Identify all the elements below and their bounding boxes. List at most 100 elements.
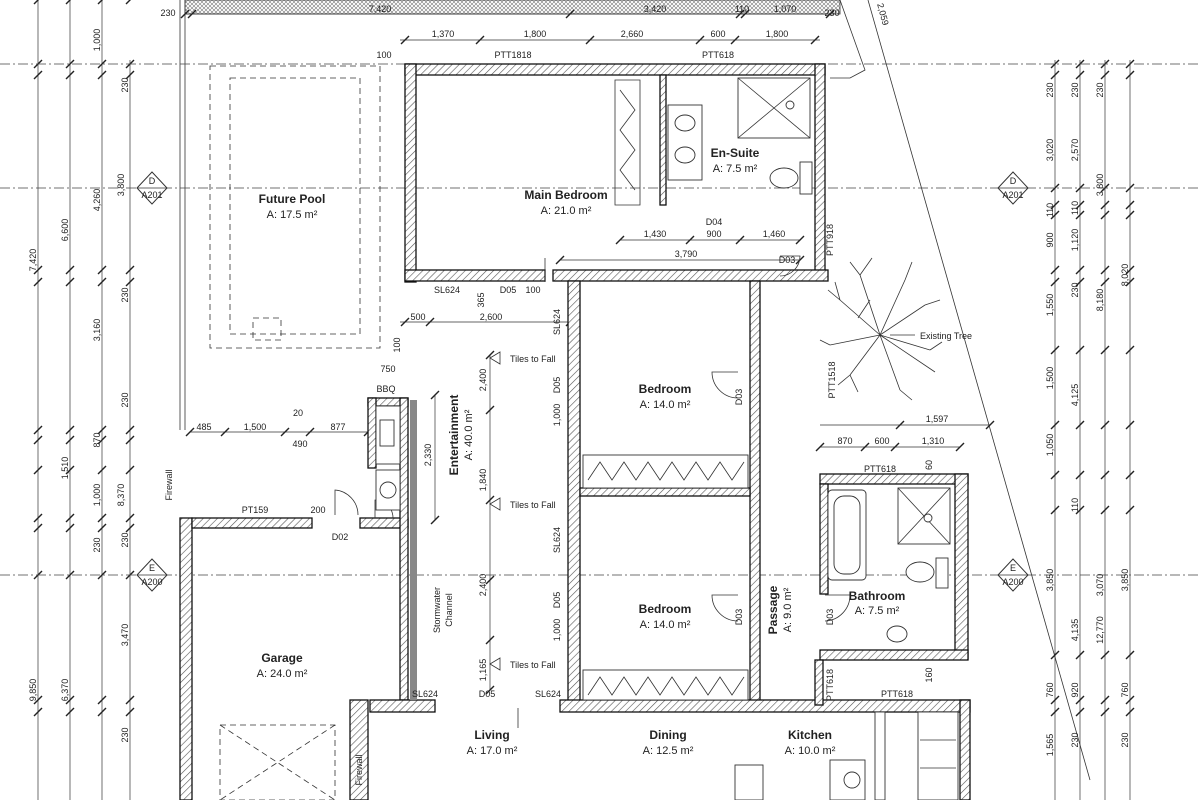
section-d-sheet: A201	[141, 190, 162, 200]
dim-pool-1500: 1,500	[244, 422, 267, 432]
dimension-tick	[400, 317, 410, 327]
door-d05-ent-2: D05	[552, 592, 562, 609]
dimension-tick	[1100, 505, 1110, 515]
dimension-tick	[1100, 420, 1110, 430]
dim-2-1800b: 1,800	[766, 29, 789, 39]
dimension-tick	[615, 235, 625, 245]
dim-top-3420: 3,420	[644, 4, 667, 14]
dimension-tick	[125, 523, 135, 533]
dimension-lines	[37, 0, 1131, 800]
dimension-tick	[33, 0, 39, 5]
bedroom-1-name: Bedroom	[639, 382, 692, 396]
dimension-tick	[1050, 505, 1060, 515]
dim-l-230c: 230	[120, 392, 130, 407]
dim-bed-1430: 1,430	[644, 229, 667, 239]
section-e-sheet-right: A200	[1002, 577, 1023, 587]
dimension-tick	[890, 442, 900, 452]
dimension-tick	[1050, 183, 1060, 193]
dimension-tick	[1125, 470, 1135, 480]
dim-lo-8370: 8,370	[116, 484, 126, 507]
dimension-tick	[280, 427, 290, 437]
dimension-tick	[1100, 345, 1110, 355]
dim-ra-1565: 1,565	[1045, 734, 1055, 757]
dimension-tick	[65, 59, 75, 69]
section-marker-d-right: D A201	[997, 171, 1029, 205]
window-pt159: PT159	[242, 505, 269, 515]
dim-top-230b: 230	[824, 8, 839, 18]
dim-rb-110: 110	[1070, 201, 1080, 215]
dimension-tick	[795, 235, 805, 245]
dim-pool-877: 877	[330, 422, 345, 432]
dim-lm-4260: 4,260	[92, 189, 102, 212]
future-pool: Future Pool A: 17.5 m²	[209, 65, 381, 349]
dimension-tick	[1125, 265, 1135, 275]
dim-2-600: 600	[710, 29, 725, 39]
dimension-tick	[1075, 210, 1085, 220]
dim-ent-500: 500	[410, 312, 425, 322]
dim-2-2660: 2,660	[621, 29, 644, 39]
window-ptt618-side: PTT618	[825, 669, 835, 701]
dimension-tick	[730, 35, 740, 45]
dim-ra-760: 760	[1045, 682, 1055, 697]
dimension-tick	[1050, 420, 1060, 430]
dimension-tick	[125, 707, 135, 717]
dimension-tick	[1050, 210, 1060, 220]
garage-area: A: 24.0 m²	[257, 668, 308, 680]
dimension-tick	[1125, 70, 1135, 80]
bathroom-fixtures	[827, 487, 951, 643]
dim-lm-1000b: 1,000	[92, 484, 102, 507]
dimension-tick	[1075, 650, 1085, 660]
dimension-tick	[1075, 70, 1085, 80]
dimension-tick	[1100, 470, 1110, 480]
door-d03-main: D03	[779, 255, 796, 265]
dim-100-top: 100	[376, 50, 391, 60]
dim-l-230a: 230	[120, 77, 130, 92]
future-pool-area: A: 17.5 m²	[267, 209, 318, 221]
dim-lm-230: 230	[92, 537, 102, 552]
dimension-tick	[97, 59, 107, 69]
en-suite-name: En-Suite	[711, 146, 760, 160]
dim-rb-230c: 230	[1070, 732, 1080, 747]
stormwater-label-1: Stormwater	[432, 587, 442, 633]
dimension-tick	[33, 70, 43, 80]
tiles-to-fall-2: Tiles to Fall	[510, 500, 556, 510]
dim-bed-900: 900	[706, 229, 721, 239]
right-dimension-column-c: 230 3,800 8,180 12,770 3,070 8,020 3,850…	[1095, 82, 1130, 747]
window-ptt1818: PTT1818	[494, 50, 531, 60]
dim-rc-760: 760	[1120, 682, 1130, 697]
dimension-tick	[65, 70, 75, 80]
dimension-tick	[97, 465, 107, 475]
dim-bath-1310: 1,310	[922, 436, 945, 446]
dim-pool-490: 490	[292, 439, 307, 449]
dimension-tick	[125, 70, 135, 80]
dim-bed-1460: 1,460	[763, 229, 786, 239]
dimension-tick	[485, 685, 495, 695]
dim-ra-900: 900	[1045, 232, 1055, 247]
window-ptt618-ensuite: PTT618	[702, 50, 734, 60]
dimension-tick	[1125, 200, 1135, 210]
dimension-tick	[33, 513, 43, 523]
kitchen-area: A: 10.0 m²	[785, 745, 836, 757]
dim-rc-3070: 3,070	[1095, 574, 1105, 597]
dim-rc-8180: 8,180	[1095, 289, 1105, 312]
left-dimension-column-inner: 230 230 230 230 3,470 230	[120, 77, 130, 742]
dim-lm-3800: 3,800	[116, 174, 126, 197]
dimension-tick	[1125, 210, 1135, 220]
dimension-tick	[305, 427, 315, 437]
dimension-tick	[1125, 277, 1135, 287]
dim-l-230b: 230	[120, 287, 130, 302]
dim-pool-20: 20	[293, 408, 303, 418]
dim-lo-7420: 7,420	[28, 249, 38, 272]
section-d-letter-right: D	[1010, 176, 1017, 186]
door-d04: D04	[706, 217, 723, 227]
dimension-tick	[1125, 650, 1135, 660]
dimension-tick	[125, 277, 135, 287]
dim-rc-3850: 3,850	[1120, 569, 1130, 592]
dimension-tick	[1075, 470, 1085, 480]
dimension-tick	[1125, 505, 1135, 515]
dimension-tick	[65, 0, 71, 5]
dimension-tick	[1050, 470, 1060, 480]
dimension-tick	[740, 9, 750, 19]
dimension-tick	[735, 235, 745, 245]
existing-tree-label: Existing Tree	[920, 331, 972, 341]
